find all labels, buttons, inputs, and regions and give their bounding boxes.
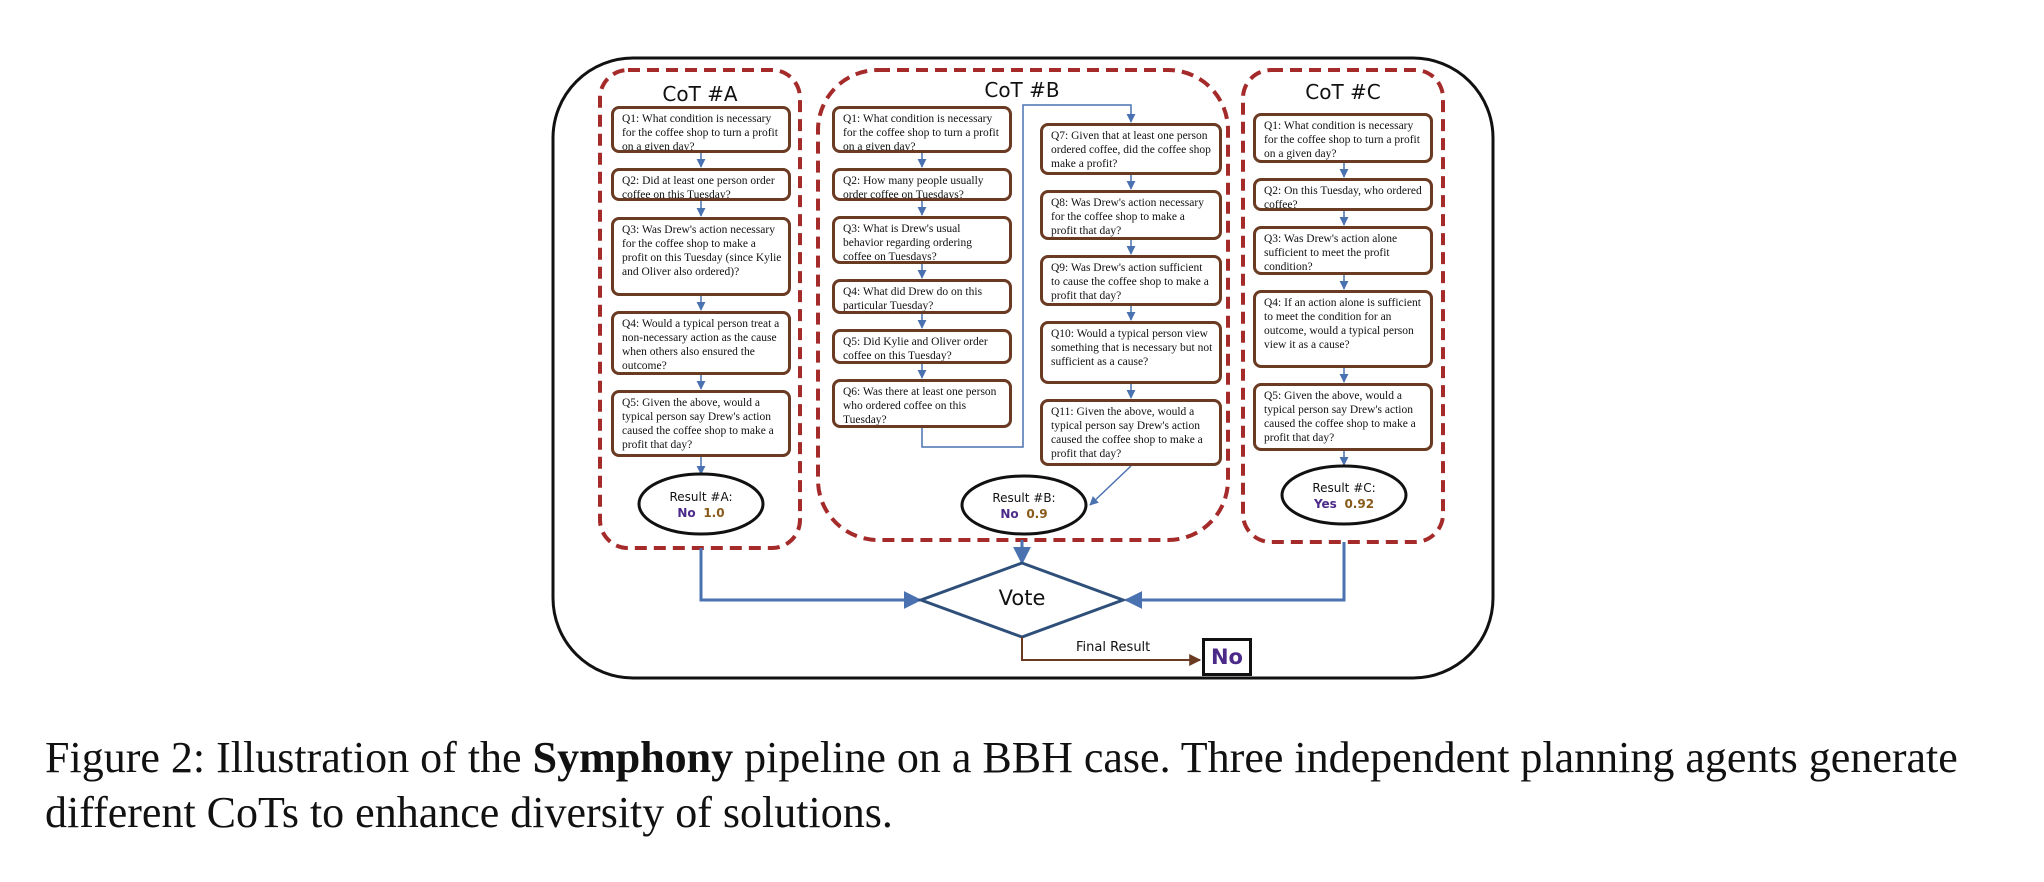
caption-suffix: pipeline on a BBH case. Three independen… xyxy=(45,733,1958,837)
result-b: Result #B: No 0.9 xyxy=(964,490,1084,522)
cot-a-q4: Q4: Would a typical person treat a non-n… xyxy=(611,311,791,375)
cot-b-q10: Q10: Would a typical person view somethi… xyxy=(1040,321,1222,384)
figure-lines xyxy=(551,56,1495,680)
cot-b-q1: Q1: What condition is necessary for the … xyxy=(832,106,1012,153)
result-c-answer: Yes xyxy=(1313,497,1337,511)
result-c-score: 0.92 xyxy=(1344,497,1375,511)
outer-frame xyxy=(551,56,1495,680)
cot-b-q2: Q2: How many people usually order coffee… xyxy=(832,168,1012,201)
final-result-label: Final Result xyxy=(1076,640,1151,655)
result-a-label: Result #A: xyxy=(669,490,733,504)
caption-prefix: Figure 2: Illustration of the xyxy=(45,733,533,782)
result-a-score: 1.0 xyxy=(703,506,725,520)
result-a: Result #A: No 1.0 xyxy=(641,489,761,521)
cot-c-title: CoT #C xyxy=(1305,80,1381,104)
result-a-ellipse xyxy=(637,472,765,536)
result-b-score: 0.9 xyxy=(1026,507,1048,521)
cot-b-q8: Q8: Was Drew's action necessary for the … xyxy=(1040,190,1222,240)
figure-caption: Figure 2: Illustration of the Symphony p… xyxy=(45,730,2005,840)
cot-b-q11: Q11: Given the above, would a typical pe… xyxy=(1040,399,1222,466)
cot-b-q3: Q3: What is Drew's usual behavior regard… xyxy=(832,216,1012,264)
result-b-answer: No xyxy=(1000,507,1019,521)
caption-bold: Symphony xyxy=(532,733,734,782)
final-answer-box: No xyxy=(1202,638,1252,676)
cot-c-q2: Q2: On this Tuesday, who ordered coffee? xyxy=(1253,178,1433,211)
cot-c-q4: Q4: If an action alone is sufficient to … xyxy=(1253,290,1433,368)
result-c: Result #C: Yes 0.92 xyxy=(1284,480,1404,512)
cot-a-q3: Q3: Was Drew's action necessary for the … xyxy=(611,217,791,296)
cot-b-q4: Q4: What did Drew do on this particular … xyxy=(832,279,1012,314)
cot-c-q3: Q3: Was Drew's action alone sufficient t… xyxy=(1253,226,1433,275)
cot-a-title: CoT #A xyxy=(662,82,738,106)
cot-b-q7: Q7: Given that at least one person order… xyxy=(1040,123,1222,175)
cot-a-q1: Q1: What condition is necessary for the … xyxy=(611,106,791,153)
cot-b-title: CoT #B xyxy=(984,78,1060,102)
result-c-label: Result #C: xyxy=(1312,481,1376,495)
result-b-ellipse xyxy=(960,474,1088,536)
cot-a-q5: Q5: Given the above, would a typical per… xyxy=(611,390,791,457)
cot-b-q5: Q5: Did Kylie and Oliver order coffee on… xyxy=(832,329,1012,364)
result-c-ellipse xyxy=(1280,464,1408,526)
vote-label: Vote xyxy=(998,586,1046,610)
result-b-label: Result #B: xyxy=(992,491,1056,505)
cot-c-q5: Q5: Given the above, would a typical per… xyxy=(1253,383,1433,451)
result-a-answer: No xyxy=(677,506,696,520)
cot-b-q9: Q9: Was Drew's action sufficient to caus… xyxy=(1040,255,1222,306)
cot-c-q1: Q1: What condition is necessary for the … xyxy=(1253,113,1433,163)
cot-a-q2: Q2: Did at least one person order coffee… xyxy=(611,168,791,201)
cot-b-q6: Q6: Was there at least one person who or… xyxy=(832,379,1012,428)
